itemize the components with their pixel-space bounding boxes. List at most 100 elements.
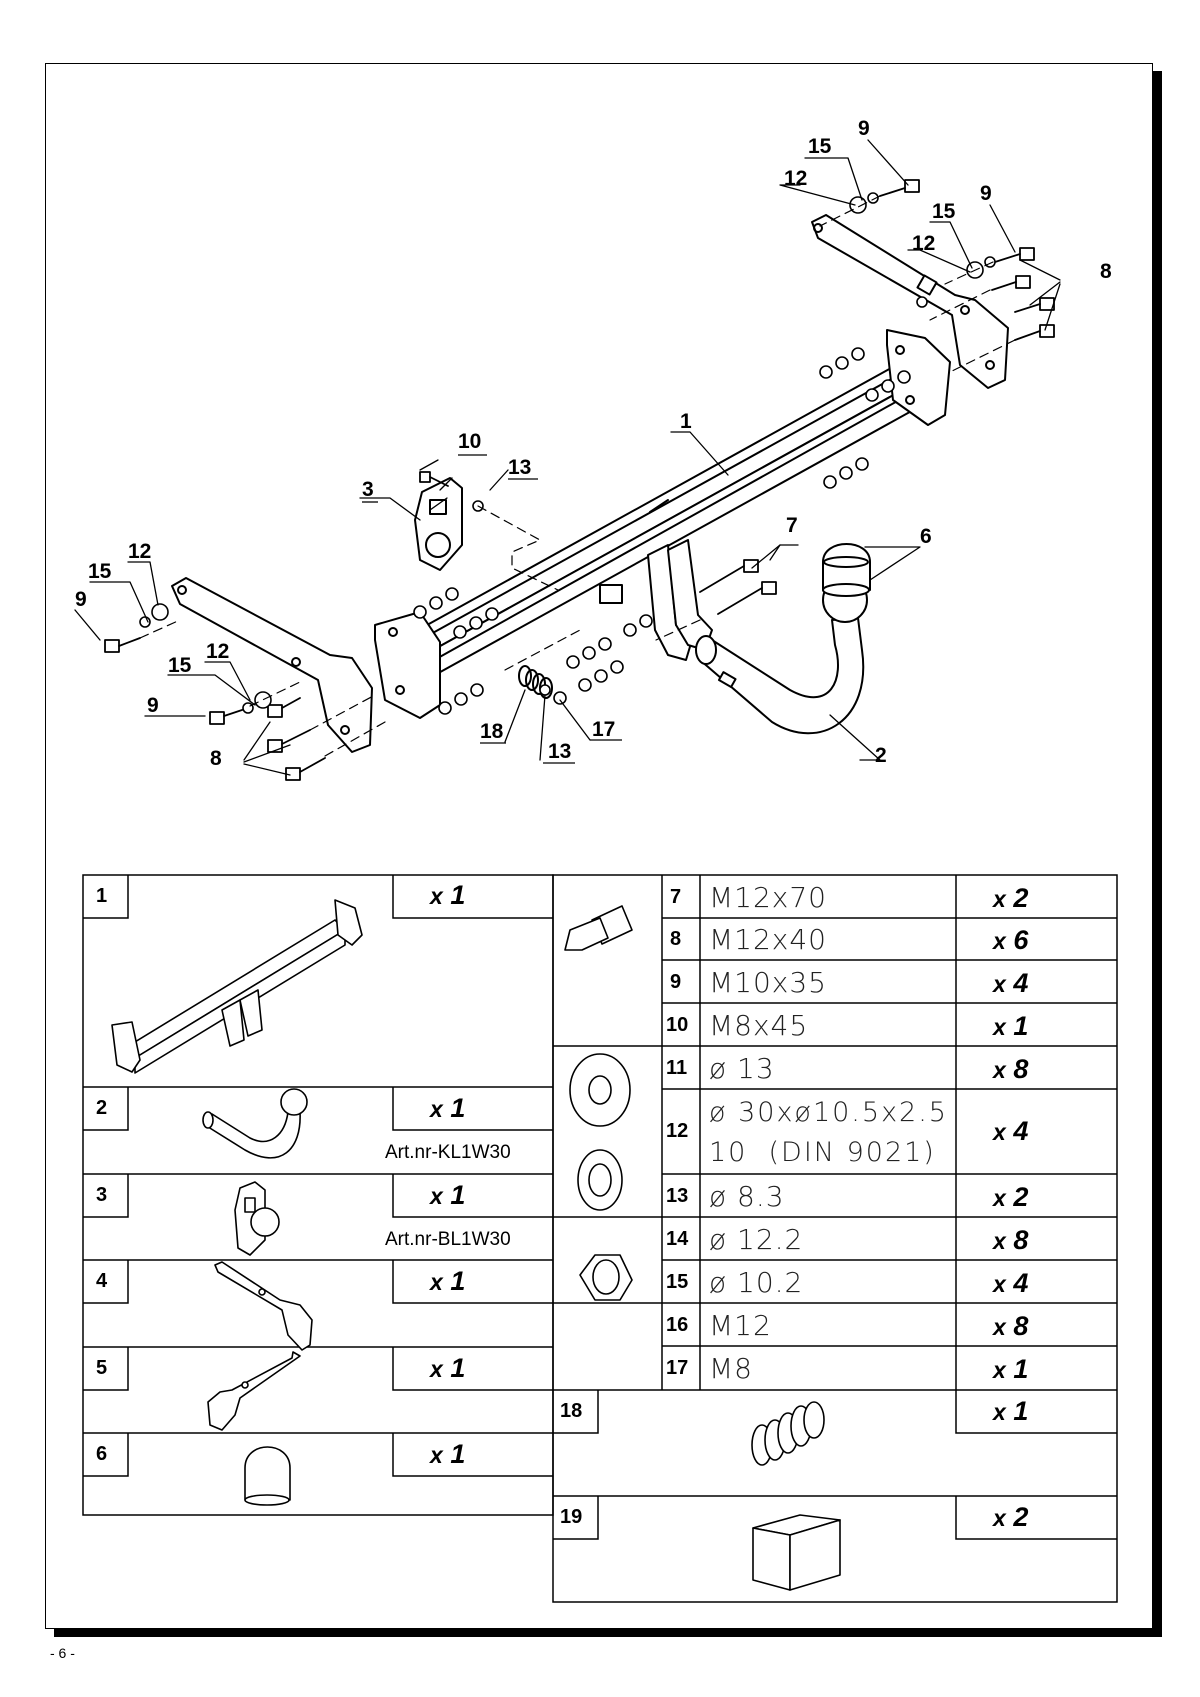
hw-qty-12: x 4 [993, 1116, 1029, 1146]
callout-13-top: 13 [508, 456, 531, 479]
hw-spec-15: ø 10.2 [709, 1266, 804, 1299]
qty-part-1: x 1 [430, 880, 466, 910]
part-number-18: 18 [560, 1400, 583, 1422]
hw-qty-8: x 6 [993, 925, 1029, 955]
hw-spec-12-line2: 10 (DIN 9021) [709, 1137, 936, 1168]
hw-spec-7: M12x70 [709, 881, 827, 914]
callout-15-top: 15 [808, 135, 832, 158]
hw-number-11: 11 [666, 1057, 688, 1079]
socket-plate [414, 477, 463, 571]
hw-qty-7: x 2 [993, 883, 1029, 913]
part-number-3: 3 [96, 1184, 108, 1206]
callout-9-right: 9 [980, 182, 992, 205]
hw-spec-16: M12 [709, 1309, 772, 1342]
article-number-tow-ball: Art.nr-KL1W30 [385, 1142, 511, 1163]
thumb-flat-washer [569, 1053, 631, 1127]
callout-12-left: 12 [128, 540, 151, 563]
right-side-arm [811, 214, 1009, 389]
thumb-bolt [564, 905, 633, 951]
callout-18: 18 [480, 720, 504, 743]
callout-1: 1 [680, 410, 692, 433]
article-number-socket-plate: Art.nr-BL1W30 [385, 1229, 511, 1250]
hw-qty-11: x 8 [993, 1054, 1029, 1084]
callout-9-left: 9 [75, 588, 87, 611]
hw-spec-14: ø 12.2 [709, 1223, 804, 1256]
hw-number-10: 10 [666, 1014, 689, 1036]
callout-12-top: 12 [784, 167, 807, 190]
hw-number-9: 9 [670, 971, 682, 993]
hw-number-13: 13 [666, 1185, 689, 1207]
thumb-rubber-block [752, 1514, 841, 1591]
page-number: - 6 - [50, 1645, 75, 1661]
callout-15-right: 15 [932, 200, 956, 223]
thumb-left-arm [207, 1351, 301, 1431]
part-number-6: 6 [96, 1443, 108, 1465]
thumb-right-arm [214, 1261, 313, 1351]
hw-number-15: 15 [666, 1271, 689, 1293]
qty-part-2: x 1 [430, 1093, 466, 1123]
thumb-tow-ball [202, 1088, 308, 1159]
qty-part-19: x 2 [993, 1502, 1029, 1532]
hw-qty-16: x 8 [993, 1311, 1029, 1341]
callout-15-left: 15 [88, 560, 112, 583]
callout-6: 6 [920, 525, 932, 548]
thumb-cross-beam [111, 899, 363, 1074]
exploded-assembly-diagram: 1 2 3 6 7 8 8 9 9 9 9 10 12 12 12 12 13 … [74, 117, 1112, 781]
hw-number-7: 7 [670, 886, 682, 908]
callout-9-lower: 9 [147, 694, 159, 717]
hw-number-8: 8 [670, 928, 682, 950]
callout-8-left: 8 [210, 747, 222, 770]
hw-number-14: 14 [666, 1228, 689, 1250]
thumb-hex-nut [579, 1254, 633, 1301]
callout-12-lower: 12 [206, 640, 229, 663]
callout-7: 7 [786, 514, 798, 537]
callout-12-right: 12 [912, 232, 935, 255]
callout-17: 17 [592, 718, 615, 741]
ball-cover [822, 543, 871, 597]
callout-9-top: 9 [858, 117, 870, 140]
qty-part-6: x 1 [430, 1439, 466, 1469]
callout-15-lower: 15 [168, 654, 192, 677]
callout-8-right: 8 [1100, 260, 1112, 283]
hw-qty-14: x 8 [993, 1225, 1029, 1255]
hw-spec-8: M12x40 [709, 923, 827, 956]
part-number-19: 19 [560, 1506, 583, 1528]
part-number-5: 5 [96, 1357, 108, 1379]
hw-number-17: 17 [666, 1357, 689, 1379]
hw-number-16: 16 [666, 1314, 689, 1336]
part-number-1: 1 [96, 885, 108, 907]
callout-10: 10 [458, 430, 481, 453]
hw-spec-17: M8 [709, 1352, 753, 1385]
thumb-socket-plate [234, 1181, 280, 1256]
callout-2: 2 [875, 744, 887, 767]
hw-spec-11: ø 13 [709, 1052, 775, 1085]
thumb-spring-washer [577, 1149, 623, 1211]
assembly-guides [139, 195, 1016, 757]
qty-part-5: x 1 [430, 1353, 466, 1383]
hw-qty-13: x 2 [993, 1182, 1029, 1212]
hw-qty-9: x 4 [993, 968, 1029, 998]
callout-3: 3 [362, 478, 374, 501]
left-side-arm [171, 577, 373, 753]
hw-spec-12: ø 30xø10.5x2.5 [709, 1097, 948, 1128]
hw-number-12: 12 [666, 1120, 689, 1142]
hw-spec-13: ø 8.3 [709, 1180, 785, 1213]
thumb-ball-cover [244, 1446, 291, 1506]
qty-part-18: x 1 [993, 1396, 1029, 1426]
callout-13-bottom: 13 [548, 740, 571, 763]
right-mounting-plate [886, 329, 951, 426]
hw-spec-10: M8x45 [709, 1009, 809, 1042]
qty-part-3: x 1 [430, 1180, 466, 1210]
left-mounting-plate [374, 611, 441, 719]
coupling-bracket [647, 539, 713, 661]
part-number-4: 4 [96, 1270, 108, 1292]
leader-lines [74, 139, 1061, 776]
hw-qty-10: x 1 [993, 1011, 1029, 1041]
thumb-spring [751, 1401, 825, 1466]
hw-qty-15: x 4 [993, 1268, 1029, 1298]
part-number-2: 2 [96, 1097, 108, 1119]
hw-spec-9: M10x35 [709, 966, 827, 999]
hw-qty-17: x 1 [993, 1354, 1029, 1384]
qty-part-4: x 1 [430, 1266, 466, 1296]
